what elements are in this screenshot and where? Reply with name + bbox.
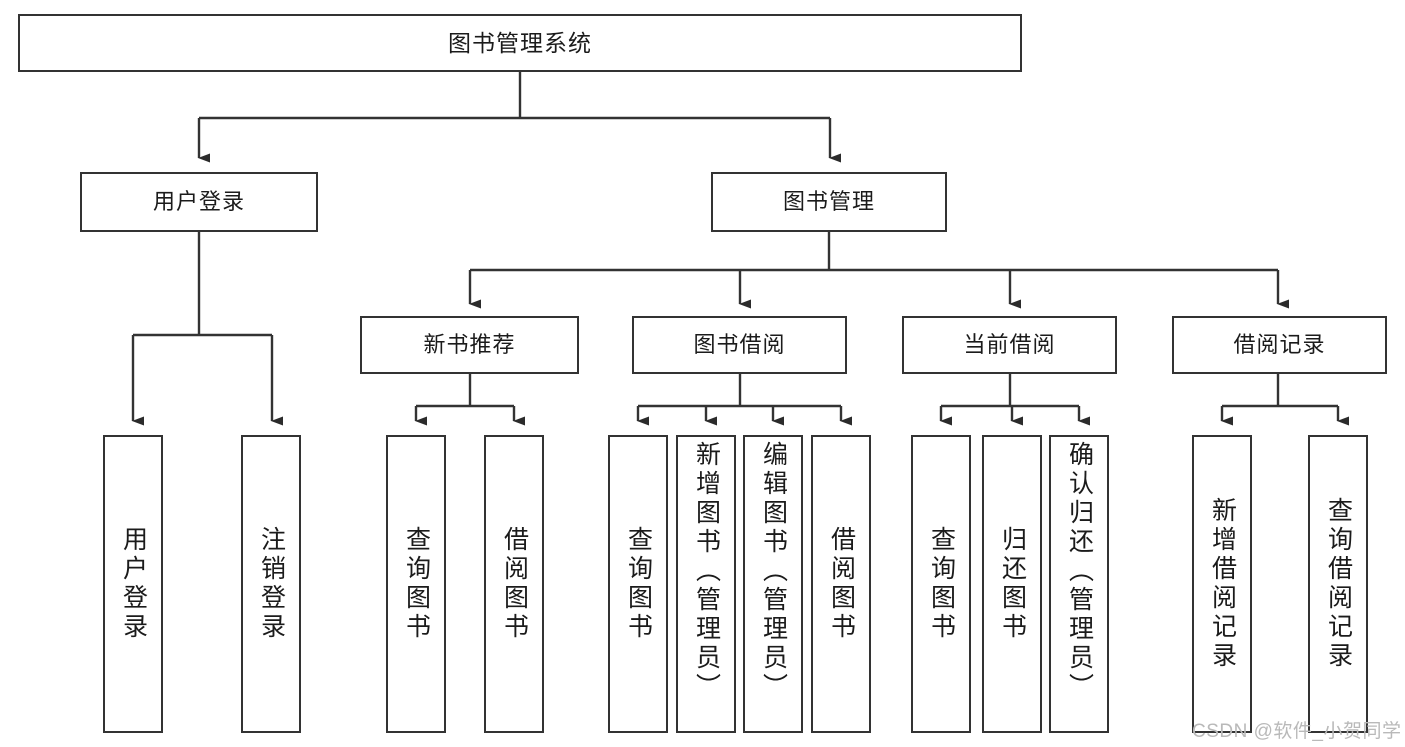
leaf-add-book-admin[interactable]: 新增图书（管理员） <box>676 435 736 733</box>
leaf-borrow-book-recommend[interactable]: 借阅图书 <box>484 435 544 733</box>
leaf-add-borrow-record-label: 新增借阅记录 <box>1208 497 1237 671</box>
node-root-label: 图书管理系统 <box>448 29 592 56</box>
leaf-query-book-recommend[interactable]: 查询图书 <box>386 435 446 733</box>
node-root[interactable]: 图书管理系统 <box>18 14 1022 72</box>
leaf-query-book-current[interactable]: 查询图书 <box>911 435 971 733</box>
leaf-borrow-book[interactable]: 借阅图书 <box>811 435 871 733</box>
leaf-borrow-book-recommend-label: 借阅图书 <box>500 526 529 642</box>
leaf-add-book-admin-label: 新增图书（管理员） <box>692 441 721 702</box>
leaf-return-book-label: 归还图书 <box>998 526 1027 642</box>
node-borrow-record[interactable]: 借阅记录 <box>1172 316 1387 374</box>
node-new-book-recommend-label: 新书推荐 <box>423 332 516 358</box>
leaf-query-book-borrow-label: 查询图书 <box>624 526 653 642</box>
leaf-add-borrow-record[interactable]: 新增借阅记录 <box>1192 435 1252 733</box>
leaf-logout-label: 注销登录 <box>257 526 286 642</box>
leaf-return-book[interactable]: 归还图书 <box>982 435 1042 733</box>
leaf-query-borrow-record-label: 查询借阅记录 <box>1324 497 1353 671</box>
node-borrow-record-label: 借阅记录 <box>1233 332 1326 358</box>
csdn-watermark: CSDN @软件_小贺同学 <box>1192 721 1402 742</box>
leaf-logout[interactable]: 注销登录 <box>241 435 301 733</box>
leaf-query-borrow-record[interactable]: 查询借阅记录 <box>1308 435 1368 733</box>
leaf-query-book-borrow[interactable]: 查询图书 <box>608 435 668 733</box>
node-user-login-label: 用户登录 <box>152 189 245 215</box>
leaf-confirm-return-admin[interactable]: 确认归还（管理员） <box>1049 435 1109 733</box>
node-book-management-label: 图书管理 <box>782 189 875 215</box>
node-current-borrow-label: 当前借阅 <box>963 332 1056 358</box>
node-user-login[interactable]: 用户登录 <box>80 172 318 232</box>
node-book-borrow[interactable]: 图书借阅 <box>632 316 847 374</box>
leaf-query-book-recommend-label: 查询图书 <box>402 526 431 642</box>
node-book-borrow-label: 图书借阅 <box>693 332 786 358</box>
leaf-borrow-book-label: 借阅图书 <box>827 526 856 642</box>
leaf-query-book-current-label: 查询图书 <box>927 526 956 642</box>
leaf-confirm-return-admin-label: 确认归还（管理员） <box>1065 441 1094 702</box>
node-new-book-recommend[interactable]: 新书推荐 <box>360 316 579 374</box>
node-current-borrow[interactable]: 当前借阅 <box>902 316 1117 374</box>
node-book-management[interactable]: 图书管理 <box>711 172 947 232</box>
leaf-edit-book-admin[interactable]: 编辑图书（管理员） <box>743 435 803 733</box>
leaf-user-login-label: 用户登录 <box>119 526 148 642</box>
leaf-edit-book-admin-label: 编辑图书（管理员） <box>759 441 788 702</box>
leaf-user-login[interactable]: 用户登录 <box>103 435 163 733</box>
